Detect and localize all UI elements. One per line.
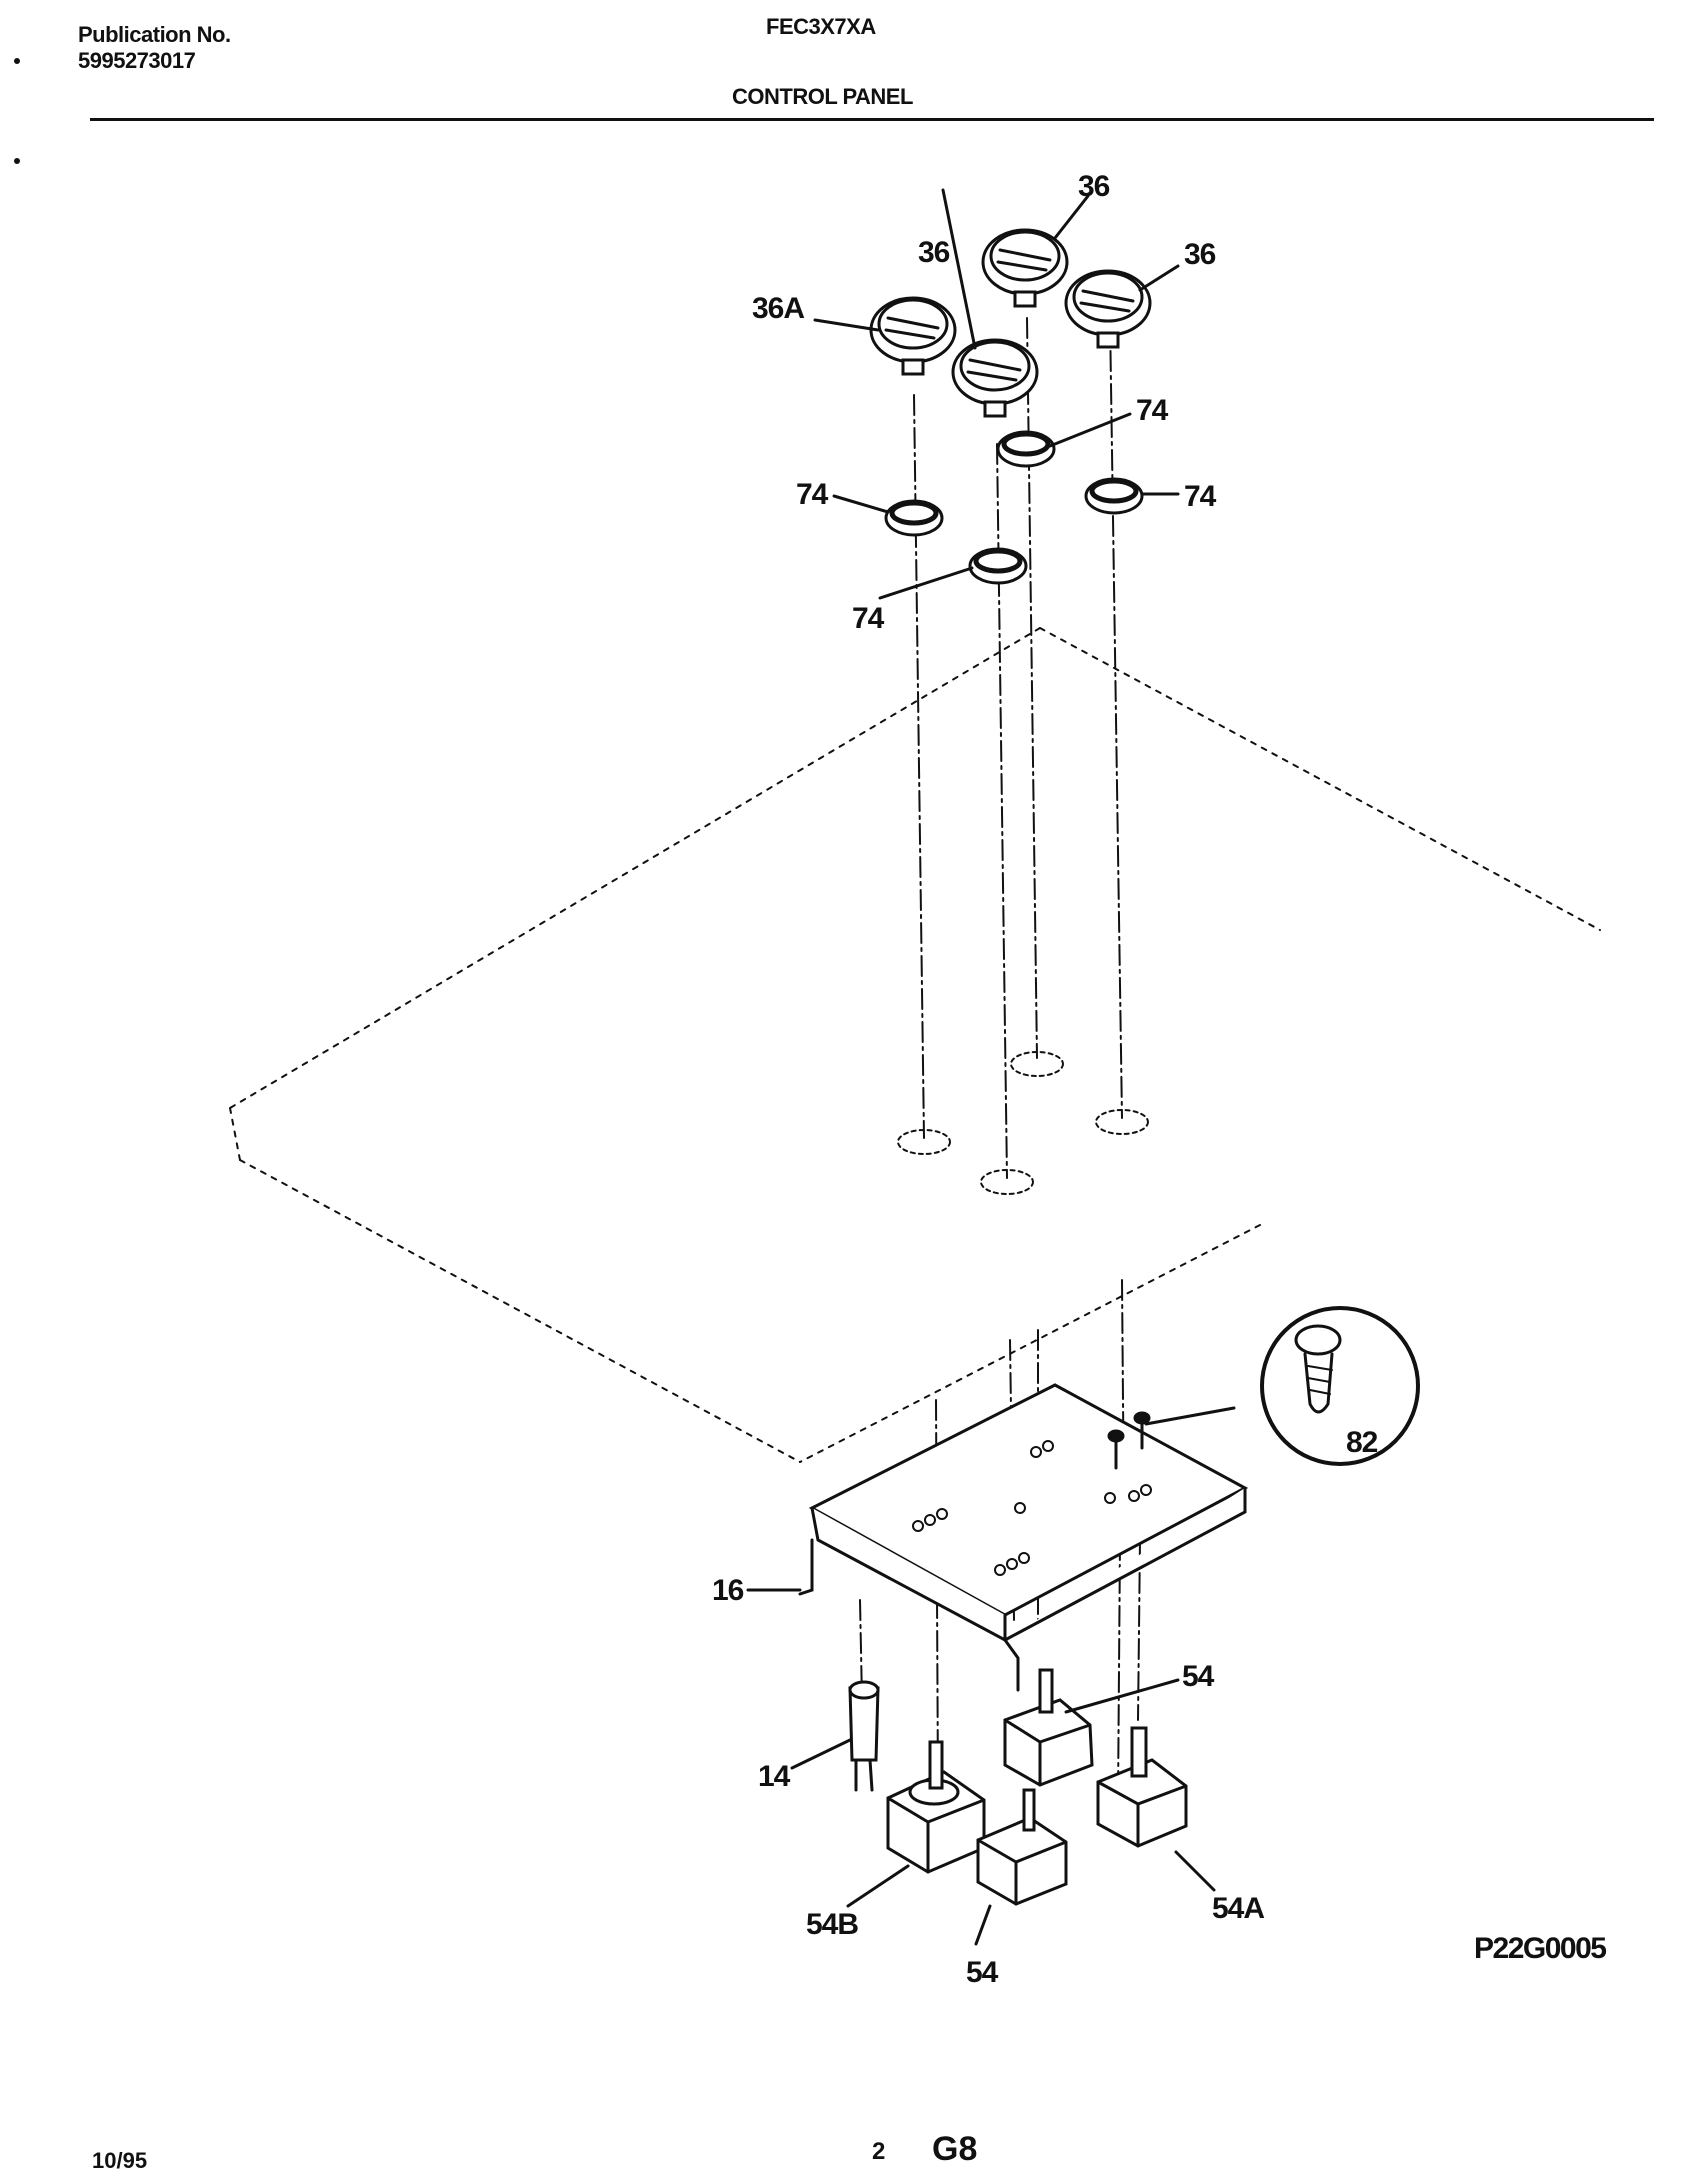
- bezel-74-rings: [884, 430, 1144, 585]
- page-code: G8: [932, 2130, 978, 2168]
- knob-36A-left: [869, 296, 957, 376]
- knob-36-middle: [951, 338, 1039, 418]
- knob-36-top: [981, 228, 1069, 308]
- callout-knob-right: 36: [1184, 238, 1216, 271]
- callout-bracket: 16: [712, 1574, 744, 1607]
- screw-detail-circle: [1260, 1306, 1420, 1466]
- callout-switch-upper: 54: [1182, 1660, 1215, 1693]
- panel-holes: [897, 1051, 1149, 1195]
- switch-54B: [886, 1740, 986, 1874]
- callout-screw-detail: 82: [1346, 1426, 1378, 1459]
- model-number: FEC3X7XA: [766, 14, 876, 39]
- callout-bezel-lower: 74: [852, 602, 885, 635]
- header-rule: [90, 118, 1654, 121]
- indicator-light-14: [848, 1680, 880, 1792]
- scan-speck: [14, 58, 20, 64]
- callout-switch-lower-middle: 54: [966, 1956, 999, 1989]
- callout-knob-top: 36: [1078, 170, 1110, 203]
- callout-bezel-right: 74: [1184, 480, 1217, 513]
- screws-82: [1107, 1411, 1151, 1470]
- leader-lines: [746, 188, 1236, 1946]
- switch-54-lower: [976, 1788, 1068, 1906]
- page-number: 2: [872, 2138, 886, 2165]
- publication-number: 5995273017: [78, 48, 196, 73]
- publication-label: Publication No.: [78, 22, 231, 47]
- section-title: CONTROL PANEL: [732, 84, 913, 109]
- callout-indicator-light: 14: [758, 1760, 791, 1793]
- switch-54A: [1096, 1726, 1188, 1848]
- callout-bezel-left: 74: [796, 478, 829, 511]
- knob-36-right: [1064, 269, 1152, 349]
- drawing-id: P22G0005: [1474, 1932, 1607, 1965]
- callout-switch-lower-left: 54B: [806, 1908, 858, 1941]
- callout-knob-middle: 36: [918, 236, 950, 269]
- control-panel-outline: [229, 627, 1601, 1463]
- callout-knob-left: 36A: [752, 292, 804, 325]
- bracket-16: [798, 1383, 1249, 1692]
- revision-date: 10/95: [92, 2148, 148, 2173]
- callout-switch-lower-right: 54A: [1212, 1892, 1264, 1925]
- scan-speck: [14, 158, 20, 164]
- callout-bezel-upper-right: 74: [1136, 394, 1169, 427]
- switch-54-upper: [1003, 1668, 1094, 1787]
